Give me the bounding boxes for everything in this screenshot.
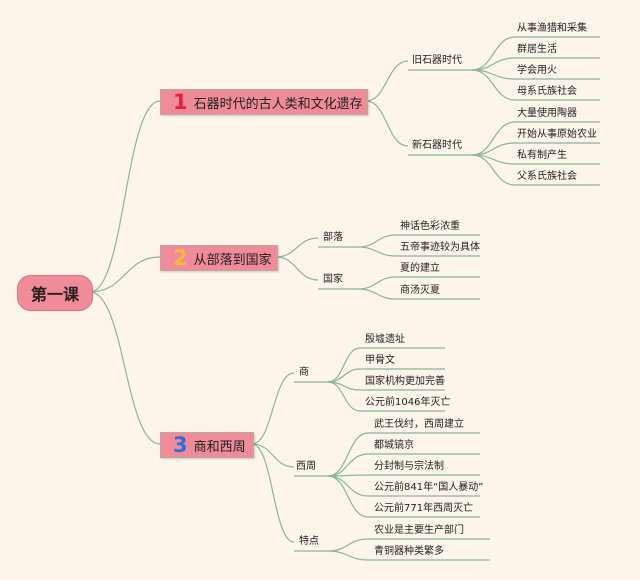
edge-subtopic-leaf	[471, 36, 516, 71]
edge-root-branch	[89, 100, 161, 293]
leaf-node: 群居生活	[517, 44, 557, 55]
branch-node-3: 3 商和西周	[160, 432, 254, 458]
leaf-node: 都城镐京	[374, 440, 414, 451]
edge-subtopic-leaf	[327, 550, 369, 561]
edge-branch-subtopic	[365, 60, 409, 102]
subtopic-features: 特点	[299, 536, 319, 547]
leaf-node: 公元前1046年灭亡	[365, 397, 451, 408]
edge-subtopic-leaf	[357, 276, 397, 290]
edge-subtopic-leaf	[327, 475, 369, 518]
branch-label-1: 石器时代的古人类和文化遗存	[193, 96, 363, 112]
root-label: 第一课	[30, 285, 79, 304]
leaf-node: 公元前771年西周灭亡	[374, 503, 474, 514]
leaf-node: 青铜器种类繁多	[374, 546, 444, 557]
edge-branch-subtopic	[251, 443, 295, 543]
leaf-node: 农业是主要生产部门	[374, 525, 464, 536]
subtopic-shang: 商	[299, 367, 309, 378]
branch-number-2: 2	[173, 245, 188, 270]
edge-subtopic-leaf	[471, 69, 516, 101]
leaf-node: 殷墟遗址	[365, 334, 405, 345]
leaf-node: 学会用火	[517, 65, 557, 76]
leaf-node: 私有制产生	[517, 150, 567, 161]
branch-number-1: 1	[173, 89, 188, 114]
leaf-node: 分封制与宗法制	[374, 461, 444, 472]
edge-subtopic-leaf	[327, 368, 361, 383]
edge-root-branch	[89, 256, 161, 293]
subtopic-western-zhou: 西周	[296, 461, 316, 472]
branch-number-3: 3	[173, 432, 188, 457]
leaf-node: 五帝事迹较为具体	[400, 242, 480, 253]
leaf-node: 母系氏族社会	[517, 86, 577, 97]
edge-branch-subtopic	[365, 100, 409, 147]
edge-root-branch	[89, 291, 161, 445]
leaf-node: 商汤灭夏	[400, 285, 440, 296]
branch-node-1: 1 石器时代的古人类和文化遗存	[160, 89, 368, 115]
subtopic-state: 国家	[323, 274, 343, 285]
leaf-node: 夏的建立	[400, 263, 440, 274]
edge-subtopic-leaf	[327, 347, 361, 383]
leaf-node: 甲骨文	[365, 355, 395, 366]
leaf-node: 大量使用陶器	[517, 108, 577, 119]
edge-branch-subtopic	[275, 237, 319, 258]
branch-label-2: 从部落到国家	[193, 252, 272, 268]
edge-subtopic-leaf	[357, 246, 397, 257]
edge-subtopic-leaf	[357, 234, 397, 248]
edge-subtopic-leaf	[471, 121, 516, 156]
leaf-node: 神话色彩浓重	[400, 221, 460, 232]
leaf-node: 国家机构更加完善	[365, 376, 445, 387]
edge-branch-subtopic	[251, 372, 295, 445]
subtopic-neolithic: 新石器时代	[412, 140, 462, 151]
leaf-node: 公元前841年“国人暴动”	[374, 482, 484, 493]
leaf-node: 武王伐纣，西周建立	[374, 419, 464, 430]
branch-label-3: 商和西周	[193, 439, 246, 455]
edge-subtopic-leaf	[471, 154, 516, 186]
leaf-node: 父系氏族社会	[517, 171, 577, 182]
edge-branch-subtopic	[275, 256, 319, 281]
branch-node-2: 2 从部落到国家	[160, 245, 278, 271]
edge-subtopic-leaf	[327, 538, 369, 552]
leaf-node: 开始从事原始农业	[517, 129, 597, 140]
edge-subtopic-leaf	[327, 381, 361, 412]
edge-subtopic-leaf	[357, 288, 397, 300]
subtopic-tribe: 部落	[323, 232, 343, 243]
subtopic-paleolithic: 旧石器时代	[412, 55, 462, 66]
edge-subtopic-leaf	[327, 453, 369, 477]
edge-subtopic-leaf	[327, 475, 369, 497]
leaf-node: 从事渔猎和采集	[517, 23, 587, 34]
edge-branch-subtopic	[251, 443, 295, 468]
root-node: 第一课	[17, 275, 93, 311]
